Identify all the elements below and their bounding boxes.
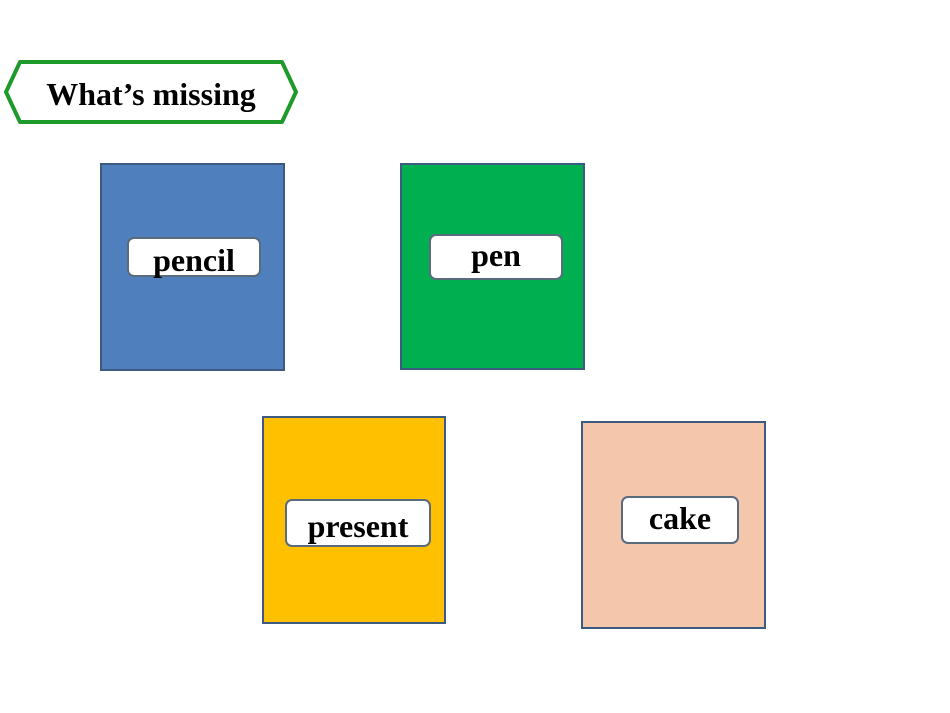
card-pen[interactable]: pen xyxy=(400,163,585,370)
card-label-pencil: pencil xyxy=(127,237,261,277)
card-label-pen: pen xyxy=(429,234,563,280)
card-label-cake: cake xyxy=(621,496,739,544)
card-label-present: present xyxy=(285,499,431,547)
page-title: What’s missing xyxy=(46,75,256,112)
card-present[interactable]: present xyxy=(262,416,446,624)
hexagon-frame-icon xyxy=(4,60,298,124)
card-pencil[interactable]: pencil xyxy=(100,163,285,371)
card-cake[interactable]: cake xyxy=(581,421,766,629)
title-badge: What’s missing xyxy=(4,60,298,124)
